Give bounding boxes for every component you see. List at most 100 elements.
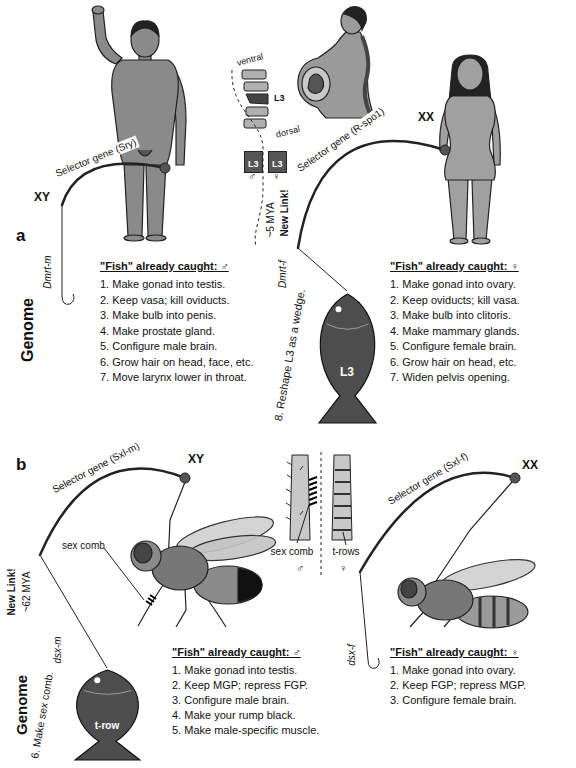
sex-symbol: ♂ xyxy=(296,562,304,575)
list-item: 2. Keep MGP; repress FGP. xyxy=(172,679,308,692)
path-shape xyxy=(146,595,156,605)
ellipse-shape xyxy=(450,238,468,244)
fish-body xyxy=(319,294,376,423)
sex-symbol: ♂ xyxy=(248,170,256,183)
chromosome-label: XX xyxy=(418,110,434,124)
list-item: 2. Keep FGP; repress MGP. xyxy=(390,679,526,692)
fish-eye xyxy=(336,306,342,312)
path-shape xyxy=(308,74,324,93)
circle-shape xyxy=(510,473,520,483)
list-item: 5. Configure male brain. xyxy=(100,340,217,353)
list-item: 4. Make mammary glands. xyxy=(390,325,520,338)
list-item: 2. Keep vasa; kill oviducts. xyxy=(100,294,230,307)
ellipse-shape xyxy=(134,543,152,563)
list-item: 7. Move larynx lower in throat. xyxy=(100,371,247,384)
path-shape xyxy=(40,555,107,668)
polyline-shape xyxy=(430,482,512,590)
anatomy-label: sex comb xyxy=(271,546,314,558)
path-shape xyxy=(448,178,468,240)
ellipse-shape xyxy=(401,580,417,598)
path-shape xyxy=(146,163,166,236)
leader-line xyxy=(104,548,144,600)
fish-gill xyxy=(327,324,369,329)
fishing-lines xyxy=(40,205,379,668)
chromosome-label: XY xyxy=(188,452,204,466)
circle-shape xyxy=(180,473,190,483)
path-shape xyxy=(332,455,352,540)
path-shape xyxy=(62,205,74,304)
path-shape xyxy=(93,11,122,64)
anatomy-label: ventral xyxy=(236,51,265,68)
polyline-shape xyxy=(176,588,186,627)
l3-box: L3 xyxy=(268,151,287,173)
l3-box: L3 xyxy=(244,151,263,173)
list-item: 6. Grow hair on head, face, etc. xyxy=(100,356,253,369)
man-figure xyxy=(92,6,186,241)
ellipse-shape xyxy=(457,58,483,90)
list-item: 1. Make gonad into ovary. xyxy=(390,664,516,677)
female-fly xyxy=(398,482,537,628)
node-text: Genome xyxy=(18,298,37,362)
circle-shape xyxy=(398,578,426,606)
node-text: t-row xyxy=(95,720,119,732)
list-item: 5. Configure female brain. xyxy=(390,340,517,353)
list-heading: "Fish" already caught: ♀ xyxy=(390,260,519,273)
rect-shape xyxy=(242,70,266,79)
rect-shape xyxy=(246,107,268,116)
anatomy-label: t-rows xyxy=(332,546,359,558)
gene-label: Dmrt-m xyxy=(42,255,54,288)
lumbar-spine xyxy=(242,70,268,128)
anatomy-label: dorsal xyxy=(275,124,301,141)
male-fly xyxy=(131,482,277,627)
path-shape xyxy=(360,473,515,572)
path-shape xyxy=(309,477,317,505)
path-shape xyxy=(298,32,374,118)
anatomy-label: sex comb xyxy=(62,540,105,552)
list-item: 1. Make gonad into testis. xyxy=(172,664,297,677)
list-item: 6. Make sex comb. xyxy=(28,671,56,760)
path-shape xyxy=(286,462,303,520)
list-item: 4. Make prostate gland. xyxy=(100,325,215,338)
list-item: 7. Widen pelvis opening. xyxy=(390,371,510,384)
ellipse-shape xyxy=(92,6,104,14)
fish-shape: t-row xyxy=(65,668,150,762)
fish-outline xyxy=(310,292,385,425)
path-shape xyxy=(246,94,268,104)
path-shape xyxy=(138,150,152,156)
ellipse-shape xyxy=(302,67,330,101)
node-text: Genome xyxy=(13,675,31,735)
leg-insets xyxy=(286,452,352,578)
list-item: 8. Reshape L3 as a wedge. xyxy=(272,288,308,422)
path-shape xyxy=(472,178,492,240)
path-shape xyxy=(360,572,379,668)
node-text: L3 xyxy=(248,159,259,169)
circle-shape xyxy=(160,163,170,173)
list-item: 3. Make bulb into penis. xyxy=(100,309,216,322)
list-item: 3. Configure female brain. xyxy=(390,694,517,707)
circle-shape xyxy=(440,145,450,155)
ellipse-shape xyxy=(124,235,144,241)
fish-body xyxy=(75,670,140,760)
anatomy-label: L3 xyxy=(274,93,285,104)
divider-dashed xyxy=(232,70,263,246)
pregnant-woman xyxy=(298,7,374,118)
chromosome-label: XY xyxy=(34,190,50,204)
path-shape xyxy=(124,163,144,236)
fish-eye xyxy=(94,677,100,683)
list-item: 3. Make bulb into clitoris. xyxy=(390,309,511,322)
gene-label: dsx-m xyxy=(52,636,64,663)
list-item: 1. Make gonad into testis. xyxy=(100,278,225,291)
time-label: ~62 MYA xyxy=(21,572,33,613)
gene-label: dsx-f xyxy=(346,644,358,666)
node-text: L3 xyxy=(340,365,354,379)
path-shape xyxy=(290,455,310,540)
note-label: New Link! xyxy=(6,568,18,615)
fish-outline xyxy=(65,668,150,762)
panel-letter: a xyxy=(16,226,25,246)
water-outline xyxy=(10,250,566,440)
node-text: L3 xyxy=(272,159,283,169)
path-shape xyxy=(238,568,262,602)
path-shape xyxy=(344,7,366,30)
list-item: 3. Configure male brain. xyxy=(172,694,289,707)
time-label: ~5 MYA xyxy=(265,202,277,237)
